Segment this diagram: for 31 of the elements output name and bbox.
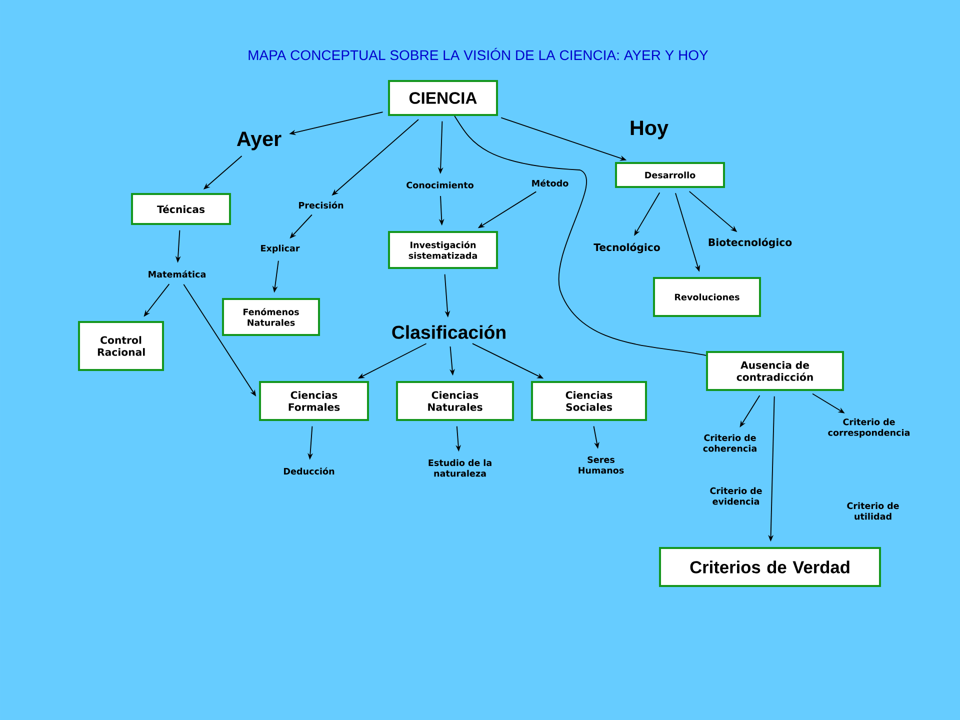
concept-box: Desarrollo — [615, 162, 725, 188]
concept-box: Fenómenos Naturales — [222, 298, 320, 336]
curved-line — [454, 116, 706, 356]
title: MAPA CONCEPTUAL SOBRE LA VISIÓN DE LA CIENCIA: AYER Y HOY — [248, 48, 708, 60]
concept-text: Método — [532, 179, 568, 187]
concept-box: Ciencias Naturales — [396, 381, 514, 421]
concept-text: Deducción — [284, 467, 334, 475]
concept-box: Revoluciones — [653, 277, 761, 317]
concept-text: Hoy — [630, 120, 668, 140]
concept-box: Control Racional — [78, 321, 164, 371]
concept-text: Biotecnológico — [708, 238, 792, 248]
concept-text: Estudio de la naturaleza — [428, 459, 492, 477]
concept-text: Clasificación — [392, 325, 506, 339]
concept-box: Ciencias Formales — [259, 381, 369, 421]
concept-text: Criterio de utilidad — [847, 502, 899, 520]
concept-box: Ausencia de contradicción — [706, 351, 844, 391]
concept-box: Técnicas — [131, 193, 231, 225]
concept-text: Criterio de correspondencia — [828, 418, 910, 438]
concept-text: Explicar — [261, 244, 300, 254]
concept-text: Tecnológico — [594, 242, 660, 254]
concept-text: Criterio de coherencia — [703, 434, 756, 452]
concept-text: Conocimiento — [406, 182, 474, 188]
concept-text: Seres Humanos — [578, 456, 624, 474]
concept-text: Ayer — [236, 132, 282, 150]
concept-box: Investigación sistematizada — [388, 231, 498, 269]
concept-text: Matemática — [148, 270, 206, 278]
concept-text: Precisión — [299, 201, 344, 209]
concept-text: Criterio de evidencia — [710, 487, 762, 505]
concept-box: CIENCIA — [388, 80, 498, 116]
concept-box: Ciencias Sociales — [531, 381, 647, 421]
concept-box: Criterios de Verdad — [659, 547, 881, 587]
